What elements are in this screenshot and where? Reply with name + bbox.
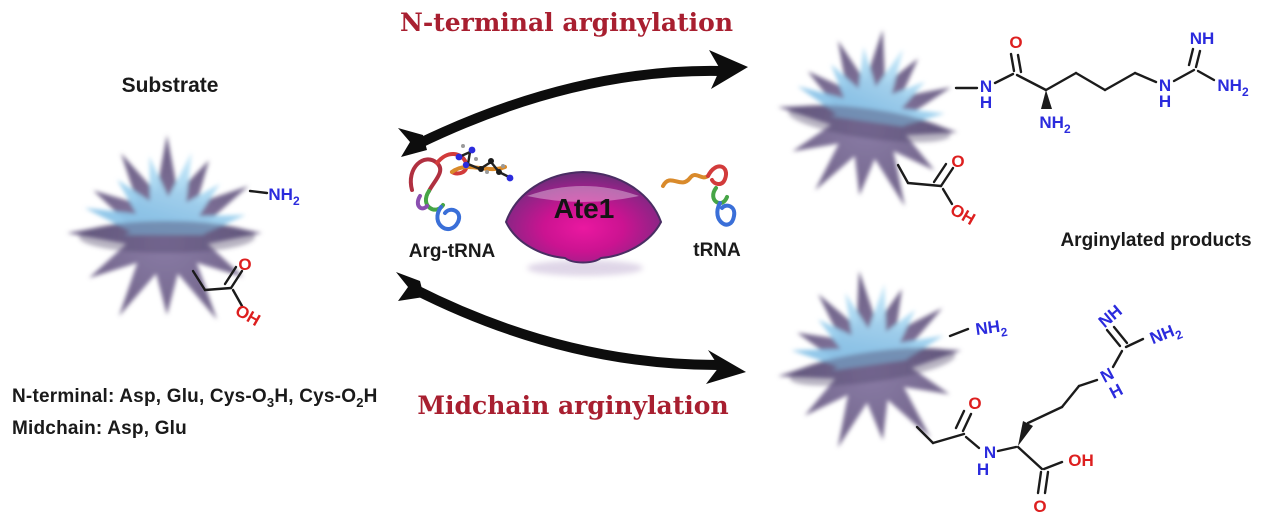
bond: [964, 435, 981, 450]
trna-label: tRNA: [693, 240, 741, 261]
arginylated-products-label: Arginylated products: [1060, 230, 1252, 251]
bond: [231, 288, 244, 308]
product-nterminal-protein-star: [762, 9, 978, 221]
bond: [941, 187, 954, 206]
nterminal-residues-note: N-terminal: Asp, Glu, Cys-O3H, Cys-O2H: [12, 386, 378, 410]
midchain-residues-note: Midchain: Asp, Glu: [12, 418, 187, 439]
imine-nh-label: NH: [1190, 29, 1215, 48]
bond: [1133, 71, 1158, 84]
bond: [1074, 71, 1107, 92]
amide-h-label: H: [977, 460, 989, 479]
midchain-product-amine-group: NH2: [948, 316, 1009, 343]
bond: [896, 163, 910, 185]
substrate-carbonyl-o-label: O: [238, 255, 251, 274]
ate1-enzyme-blob: [504, 170, 663, 276]
bond: [1187, 47, 1195, 67]
bond: [993, 72, 1015, 85]
alpha-nh2-label: NH2: [1039, 113, 1071, 136]
amide-n-label: N: [980, 77, 992, 96]
bond: [961, 412, 973, 433]
bond: [948, 327, 970, 338]
arrow-tail-icon: [398, 128, 427, 157]
ate1-enzyme-label: Ate1: [553, 193, 615, 224]
product-midchain-protein-star: [760, 250, 981, 466]
bond: [1077, 378, 1099, 388]
bond: [1105, 328, 1122, 348]
bond: [1172, 68, 1196, 83]
bond: [1112, 325, 1129, 345]
arrow-tail-icon: [396, 272, 424, 301]
nterminal-arginine-structure: N H O NH2 N H NH NH2: [954, 29, 1249, 136]
bond: [1043, 470, 1050, 495]
enzyme-gloss: [527, 186, 639, 202]
carbonyl-o-label: O: [951, 152, 964, 171]
substrate-label: Substrate: [121, 74, 219, 97]
arrow-shaft: [415, 65, 723, 149]
trna-ribbon-icon: [661, 164, 737, 227]
bond: [1060, 384, 1081, 409]
bond: [996, 445, 1018, 453]
bond: [203, 286, 233, 292]
bond: [906, 181, 943, 188]
chain-h-label: H: [1106, 380, 1126, 403]
substrate-amine-group: NH2: [248, 185, 300, 208]
bond: [229, 269, 244, 290]
arrowhead-icon: [706, 350, 746, 384]
acid-o-label: O: [1033, 497, 1046, 516]
bond: [931, 432, 966, 445]
oh-label: OH: [1068, 451, 1094, 470]
bond: [1009, 52, 1016, 73]
bond: [1194, 49, 1202, 69]
bond: [1044, 71, 1078, 92]
nterm-nh2-label: NH2: [974, 316, 1008, 343]
bond: [932, 162, 948, 184]
arg-trna-ribbon-icon: [408, 152, 507, 231]
amide-h-label: H: [980, 93, 992, 112]
bond: [1111, 349, 1124, 369]
bond: [223, 265, 238, 286]
stereo-wedge: [1041, 90, 1052, 109]
chain-n-label: N: [1159, 76, 1171, 95]
bond: [1103, 71, 1137, 92]
terminal-nh2-label: NH2: [1147, 319, 1185, 352]
arrowhead-icon: [709, 50, 748, 89]
terminal-nh2-label: NH2: [1217, 76, 1249, 99]
bond: [1042, 460, 1064, 471]
imine-nh-label: NH: [1095, 301, 1126, 331]
amide-n-label: N: [984, 443, 996, 462]
bond: [1016, 445, 1044, 471]
nterminal-product-carboxyl-group: O OH: [896, 152, 979, 229]
arg-trna-label: Arg-tRNA: [408, 241, 496, 262]
bond: [1016, 53, 1023, 74]
substrate-nh2-label: NH2: [268, 185, 300, 208]
bond: [1026, 405, 1064, 425]
arrow-shaft: [411, 284, 723, 371]
enzyme-body: [504, 170, 663, 264]
arrow-bottom-midchain: [396, 272, 746, 384]
arginine-ball-stick-icon: [455, 144, 514, 182]
arrow-top-nterminal: [398, 50, 748, 157]
stereo-wedge: [1018, 421, 1033, 446]
enzyme-shadow: [527, 260, 643, 276]
bond: [954, 409, 966, 430]
bond: [191, 269, 207, 292]
bond: [1124, 337, 1145, 349]
bond: [939, 166, 955, 188]
bond: [1015, 73, 1048, 92]
carbonyl-o-label: O: [1009, 33, 1022, 52]
title-nterminal-arginylation: N-terminal arginylation: [400, 8, 734, 37]
bond: [1196, 69, 1216, 82]
bond: [248, 189, 269, 195]
chain-h-label: H: [1159, 92, 1171, 111]
carbonyl-o-label: O: [968, 394, 981, 413]
title-midchain-arginylation: Midchain arginylation: [417, 391, 729, 420]
bond: [1036, 470, 1043, 495]
substrate-oh-label: OH: [232, 301, 264, 330]
bond: [915, 425, 935, 445]
